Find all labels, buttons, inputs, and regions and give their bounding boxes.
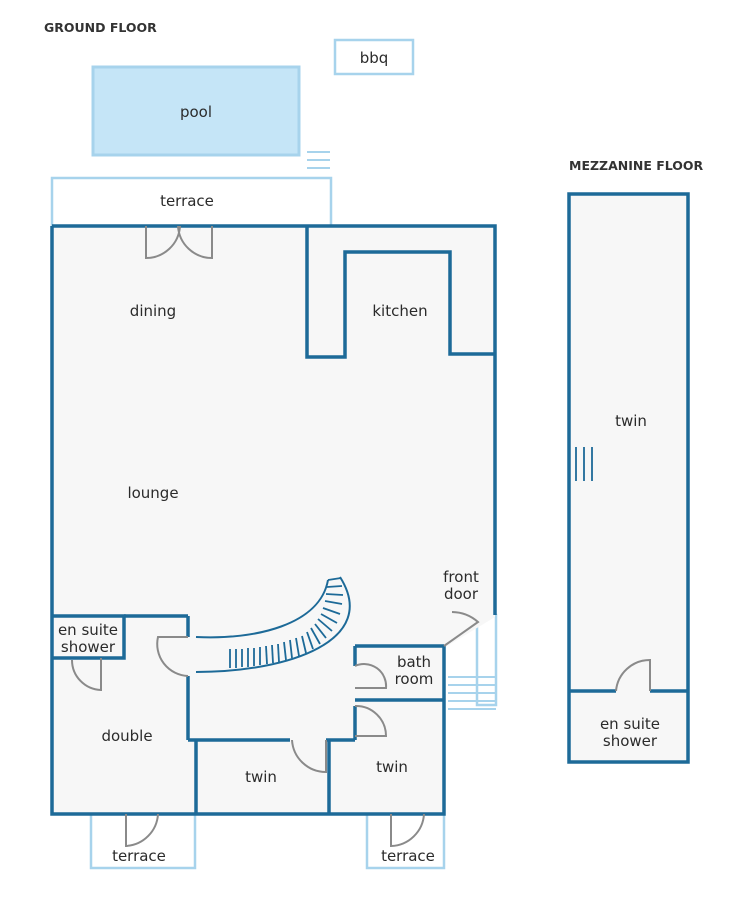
- twin-middle-door: [291, 739, 327, 774]
- mezzanine-floor-heading: MEZZANINE FLOOR: [569, 158, 704, 173]
- mezzanine-twin-label: twin: [615, 412, 647, 430]
- bath-room-label-line2: room: [395, 670, 434, 688]
- twin-right-label: twin: [376, 758, 408, 776]
- pool-steps: [307, 151, 330, 169]
- pool-label: pool: [180, 103, 212, 121]
- lounge-label: lounge: [127, 484, 178, 502]
- double-bedroom-door: [156, 636, 189, 677]
- terrace-bottom-right-label: terrace: [381, 847, 435, 865]
- en-suite-shower-walls: [52, 614, 126, 660]
- terrace-top: terrace: [50, 176, 333, 228]
- double-label: double: [101, 727, 152, 745]
- ground-floor-fill: [52, 226, 495, 814]
- spiral-staircase: [195, 576, 351, 673]
- ground-floor-outer-wall: [50, 224, 497, 816]
- ground-floor-heading: GROUND FLOOR: [44, 20, 157, 35]
- terrace-bottom-left-label: terrace: [112, 847, 166, 865]
- front-door-label-line2: door: [444, 585, 479, 603]
- mezzanine-floor: twin en suite shower: [567, 192, 690, 764]
- en-suite-label-line2: shower: [61, 638, 116, 656]
- twin-middle-label: twin: [245, 768, 277, 786]
- terrace-top-label: terrace: [160, 192, 214, 210]
- kitchen-label: kitchen: [372, 302, 427, 320]
- kitchen-walls: [305, 226, 495, 359]
- bath-room-label-line1: bath: [397, 653, 431, 671]
- bbq-label: bbq: [360, 49, 389, 67]
- front-door: [443, 611, 480, 647]
- en-suite-door: [71, 658, 102, 692]
- dining-label: dining: [130, 302, 176, 320]
- pool: pool: [91, 65, 301, 157]
- double-terrace-door: [125, 813, 159, 848]
- twin-right-door: [354, 704, 388, 737]
- front-entry-path: [475, 613, 498, 707]
- en-suite-label-line1: en suite: [58, 621, 118, 639]
- twin-terrace-door: [390, 813, 425, 848]
- bath-room-door: [354, 663, 388, 689]
- bbq-area: bbq: [333, 38, 415, 76]
- terrace-double-door: [145, 225, 213, 260]
- front-door-label-line1: front: [443, 568, 479, 586]
- entry-steps: [448, 676, 496, 710]
- mezzanine-en-suite-label-line2: shower: [603, 732, 658, 750]
- mezzanine-en-suite-label-line1: en suite: [600, 715, 660, 733]
- mezzanine-stair-marker: [575, 447, 593, 481]
